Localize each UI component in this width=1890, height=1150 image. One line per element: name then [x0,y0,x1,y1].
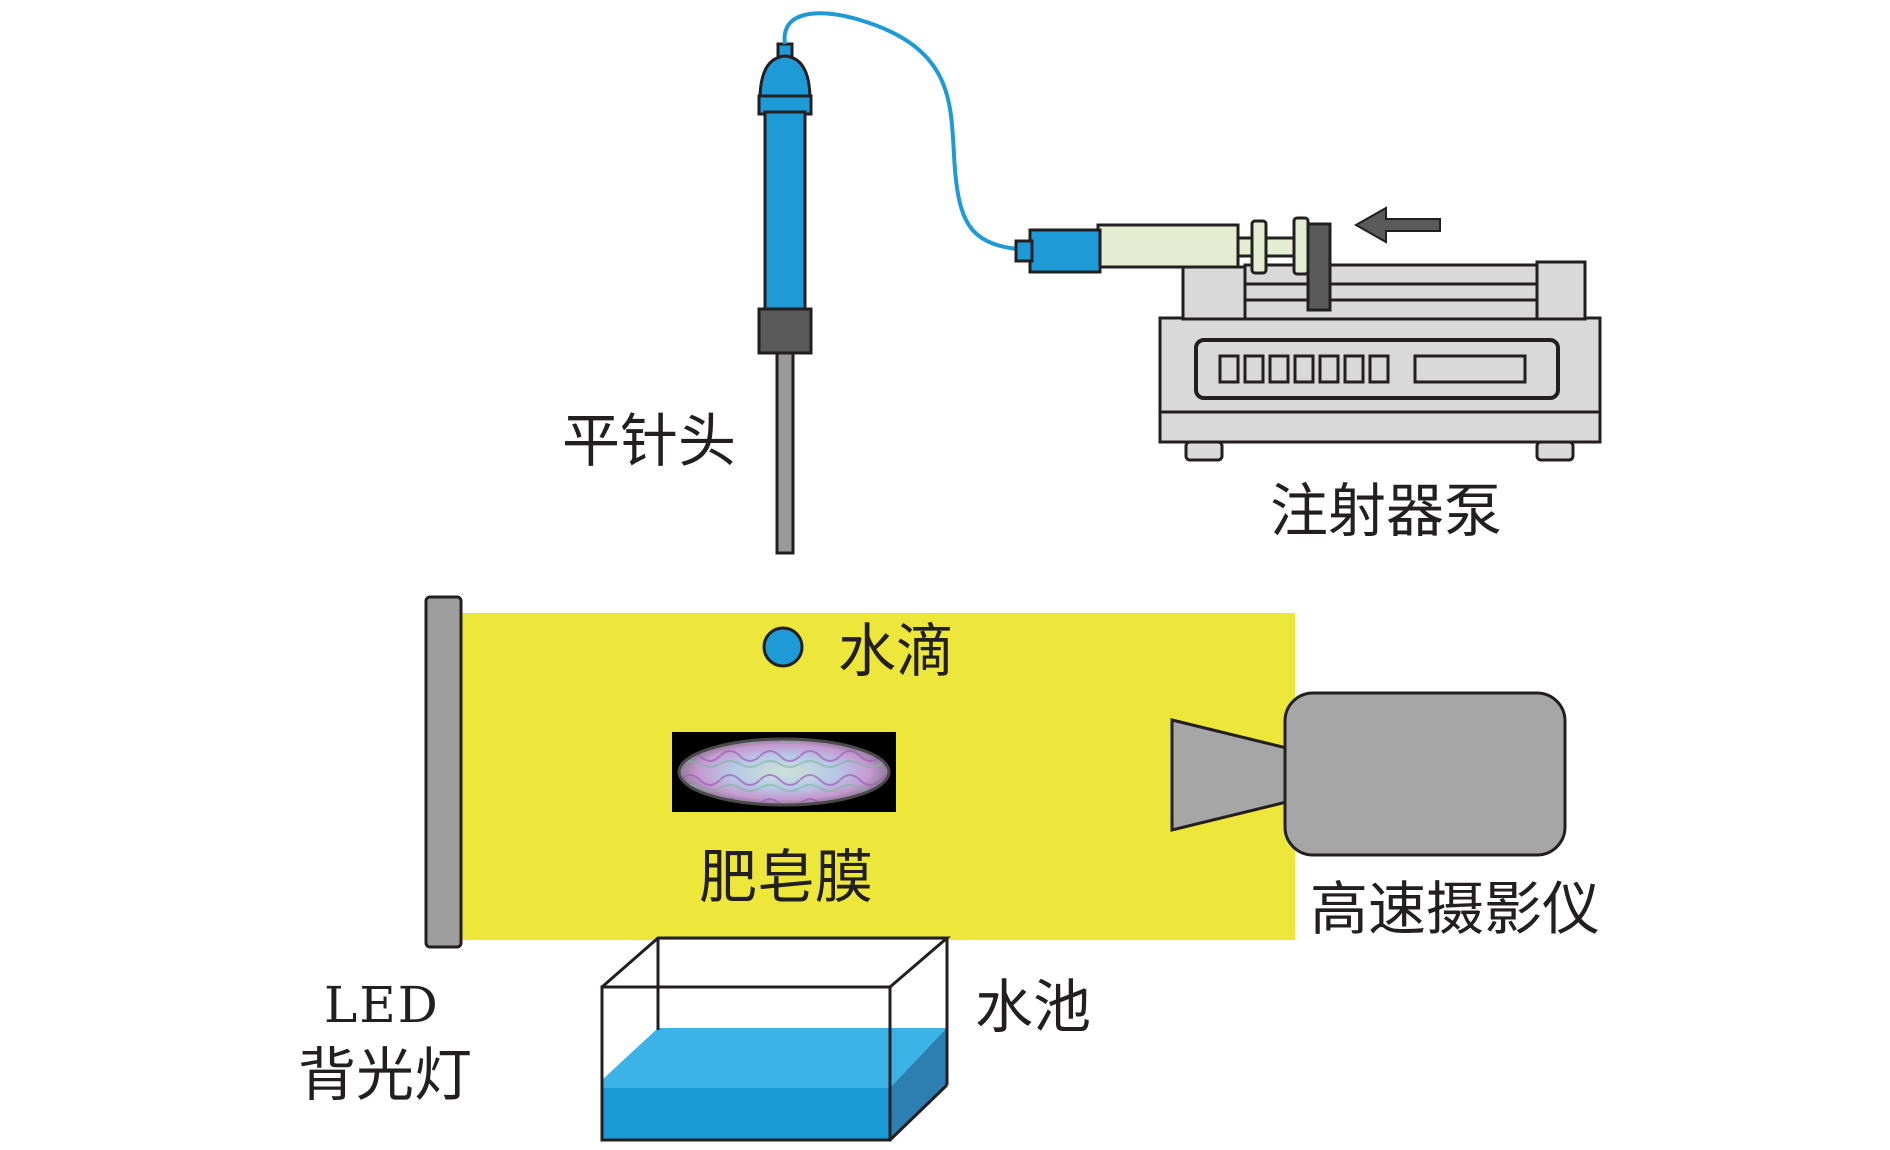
led-backlight-bar [424,595,463,949]
droplet-icon [762,626,804,668]
droplet-label: 水滴 [838,617,955,685]
tube [782,11,1026,252]
camera-label: 高速摄影仪 [1310,875,1601,943]
water-pool [600,936,952,1142]
syringe-pump-label: 注射器泵 [1270,477,1503,545]
water-pool-label: 水池 [975,973,1092,1041]
led-label-line2: 背光灯 [298,1041,473,1109]
soap-film-image [672,732,896,812]
display-digits [1218,354,1527,384]
needle-label: 平针头 [562,407,737,475]
flat-needle [757,42,813,555]
left-arrow-icon [1353,206,1441,244]
camera-icon [1170,691,1567,857]
syringe-pump [1014,216,1602,462]
led-label-line1: LED [324,976,440,1034]
soap-film-label: 肥皂膜 [699,843,874,911]
